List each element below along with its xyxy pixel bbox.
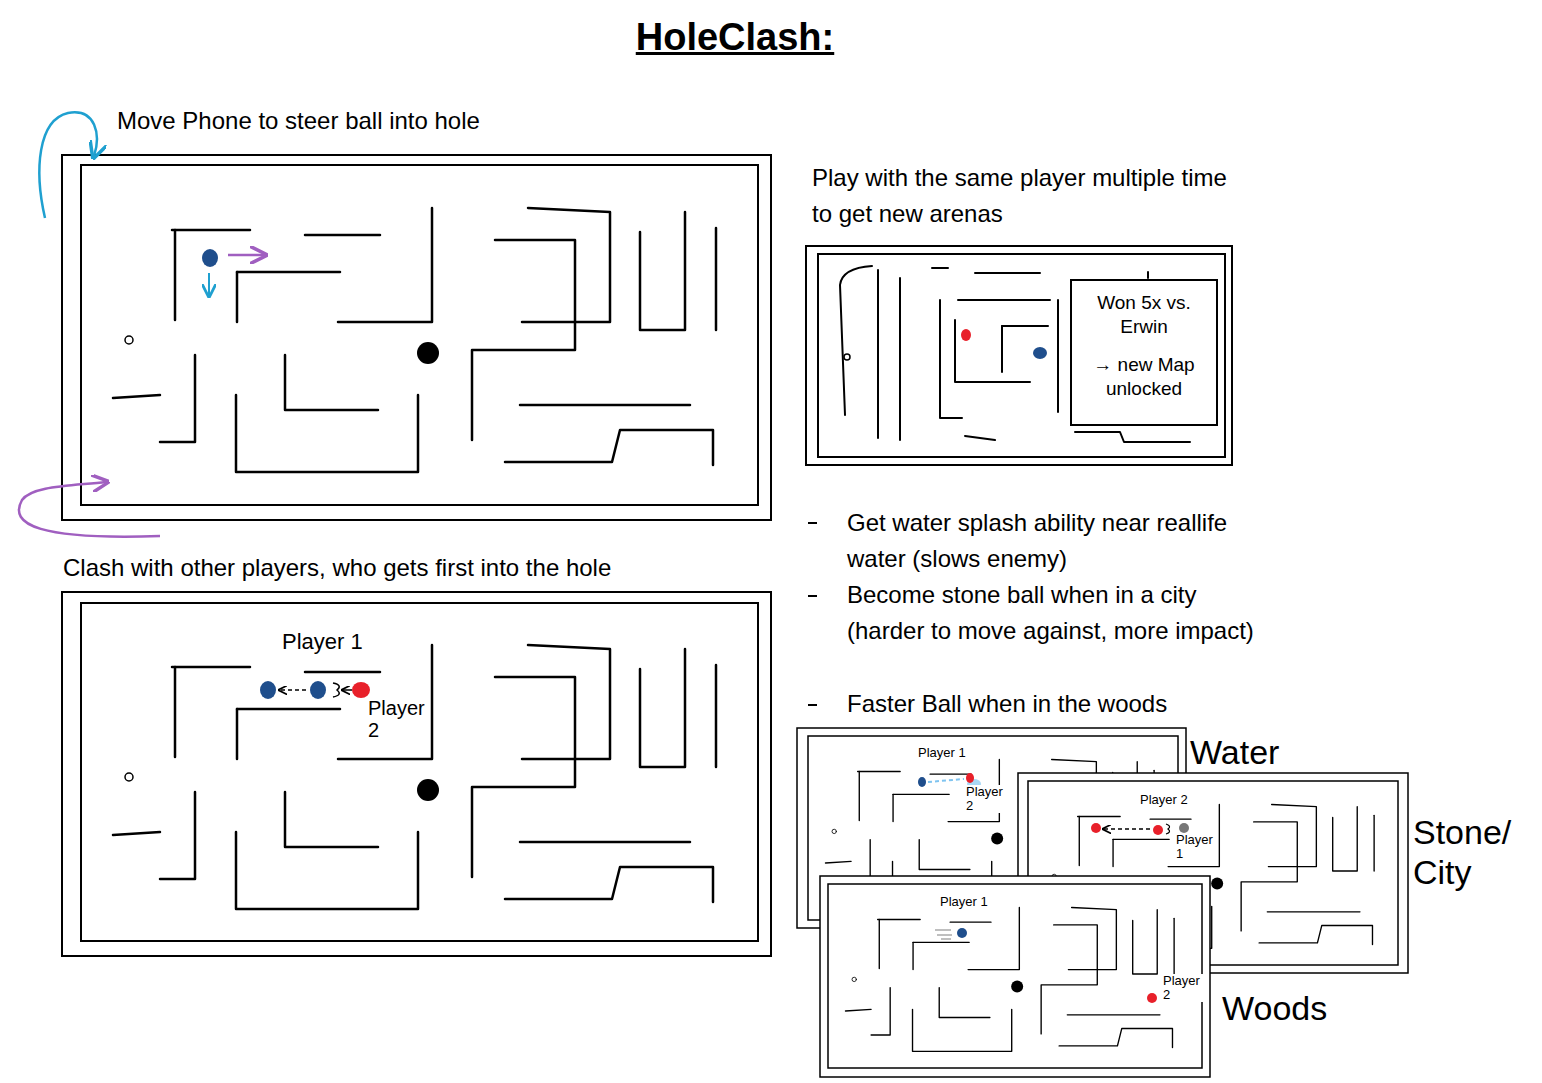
player-label: Player 1 — [282, 628, 363, 656]
arena-board-part — [958, 299, 1050, 301]
arena-board-part — [1057, 300, 1059, 412]
arena-board-part — [961, 329, 971, 341]
feature-bullet: Get water splash ability near reallife w… — [847, 505, 1262, 577]
player-label: Player 2 — [368, 697, 430, 741]
ball-steering — [202, 249, 264, 295]
title: HoleClash: — [535, 14, 935, 60]
ball-clash-part — [280, 689, 306, 691]
arena-board-part — [899, 278, 901, 440]
bullet-dash — [808, 523, 817, 705]
woods-board-part — [1147, 993, 1157, 1003]
water-board-part — [928, 779, 964, 782]
woods-board-part — [935, 929, 951, 931]
woods-board-part — [820, 876, 1210, 1077]
theme-label: Water — [1190, 734, 1279, 770]
maze-board-part — [113, 208, 716, 472]
ball-clash-part — [343, 689, 352, 691]
stone-board-part — [1166, 824, 1170, 834]
maze-board-part — [81, 603, 758, 941]
unlock-popup: Won 5x vs. Erwin → new Map unlocked — [1070, 279, 1218, 426]
ball-clash-part — [310, 681, 326, 699]
ball-clash-part — [260, 681, 276, 699]
bullet-dash-part — [808, 704, 817, 706]
player-label: Player 1 — [940, 894, 988, 909]
maze-board-part — [62, 592, 771, 956]
player-label: Player 1 — [1176, 833, 1218, 861]
arena-board-part — [1002, 325, 1048, 327]
arena-board-part — [1033, 347, 1047, 359]
stone-board-part — [1091, 823, 1101, 833]
arena-board-part — [844, 354, 850, 360]
ball-clash-part — [352, 682, 370, 698]
arena-board-part — [806, 246, 1232, 465]
stone-board-part — [1153, 825, 1163, 835]
woods-board-part — [845, 907, 1174, 1051]
arena-board-part — [1147, 272, 1149, 278]
popup-text: Won 5x vs. Erwin — [1080, 291, 1208, 339]
arena-board-part — [955, 320, 1030, 382]
maze-board — [62, 155, 771, 520]
maze-board-part — [62, 155, 771, 520]
arena-board-part — [1001, 326, 1003, 372]
maze-board-part — [81, 165, 758, 505]
tilt-arrow — [19, 112, 160, 536]
woods-board-part — [935, 930, 952, 939]
ball-steering-part — [228, 254, 264, 257]
bullet-dash-part — [808, 595, 817, 597]
woods-board — [820, 876, 1210, 1077]
player-label: Player 2 — [1163, 974, 1205, 1002]
arena-board-part — [975, 272, 1040, 274]
woods-board-part — [937, 934, 952, 936]
water-board-part — [966, 773, 974, 783]
arena-board-part — [1075, 432, 1190, 442]
feature-bullet: Faster Ball when in the woods — [847, 686, 1167, 722]
popup-text: → new Map unlocked — [1080, 353, 1208, 401]
maze-board — [62, 592, 771, 956]
maze-board-part — [113, 645, 716, 909]
arena-board-part — [940, 300, 962, 418]
theme-label: Stone/ City — [1413, 812, 1525, 892]
tilt-arrow-part — [39, 112, 96, 218]
instruction-text: Move Phone to steer ball into hole — [117, 106, 480, 136]
water-board-part — [918, 777, 926, 787]
arena-board-part — [877, 270, 879, 438]
player-label: Player 2 — [1140, 792, 1188, 807]
ball-steering-part — [208, 273, 210, 295]
arena-board — [806, 246, 1232, 465]
feature-bullet: Become stone ball when in a city (harder… — [847, 577, 1262, 649]
instruction-text: Clash with other players, who gets first… — [63, 553, 611, 583]
ball-steering-part — [202, 249, 218, 267]
theme-label: Woods — [1222, 990, 1327, 1026]
arena-board-part — [818, 254, 1225, 457]
arena-board-part — [965, 436, 995, 440]
arena-board-part — [840, 266, 872, 415]
arena-board-part — [932, 267, 948, 269]
tilt-arrow-part — [19, 482, 160, 537]
woods-board-part — [957, 928, 967, 938]
stone-board-part — [1104, 828, 1150, 830]
ball-clash-part — [333, 683, 339, 697]
ball-clash — [260, 681, 370, 699]
player-label: Player 2 — [966, 785, 1008, 813]
instruction-text: Play with the same player multiple time … — [812, 160, 1237, 232]
bullet-dash-part — [808, 522, 817, 524]
woods-board-part — [828, 884, 1202, 1068]
player-label: Player 1 — [918, 745, 966, 760]
stone-board-part — [1179, 823, 1189, 833]
woods-board-part — [941, 938, 951, 940]
